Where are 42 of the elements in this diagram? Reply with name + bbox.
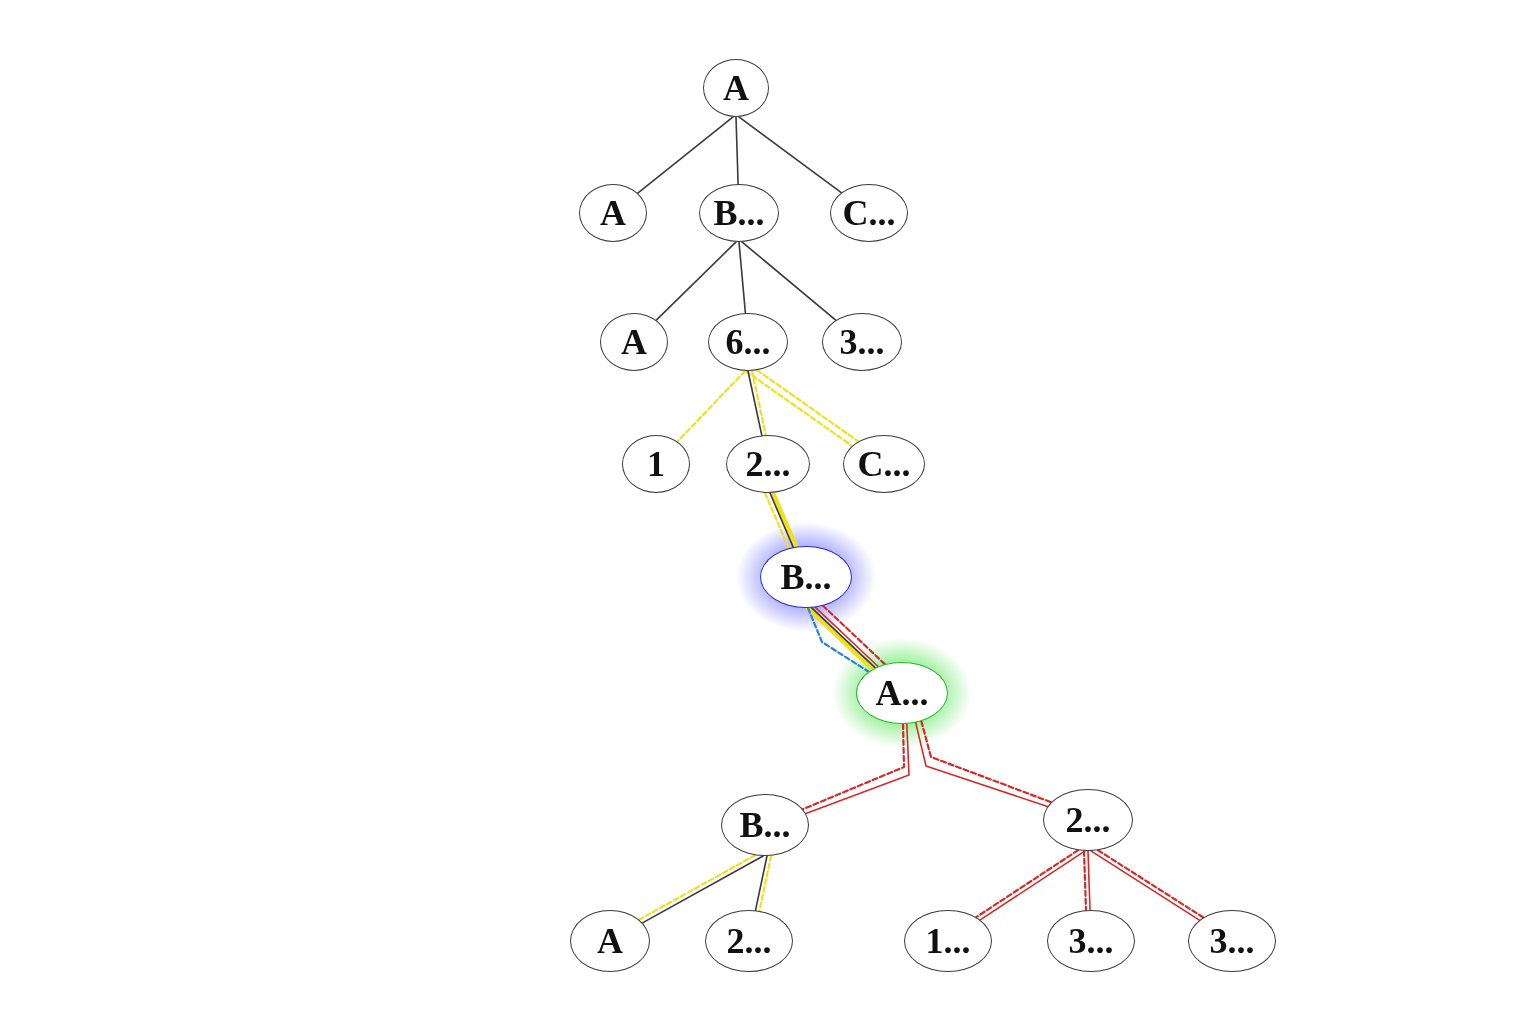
tree-node-ellipse: [904, 910, 992, 972]
node-label: 2...: [1065, 802, 1111, 838]
connector-line: [741, 241, 837, 321]
node-label: 3...: [1209, 923, 1255, 959]
node-label: 3...: [1068, 923, 1114, 959]
node-label: B...: [713, 195, 765, 231]
tree-node-ellipse: [760, 546, 852, 608]
connector-line: [754, 855, 768, 912]
tree-node-ellipse: [579, 184, 647, 242]
connector-line: [738, 241, 747, 314]
connector-line: [1087, 850, 1091, 911]
node-label: A...: [875, 675, 929, 711]
connector-line: [637, 116, 734, 194]
tree-node-ellipse: [721, 794, 809, 856]
dashed-connector-line: [821, 604, 886, 666]
node-label: A: [723, 70, 749, 106]
connector-line: [769, 492, 794, 548]
dashed-connector-line: [756, 369, 860, 443]
node-label: A: [600, 195, 626, 231]
node-label: A: [621, 324, 647, 360]
node-label: B...: [780, 559, 832, 595]
dashed-connector-line: [750, 369, 767, 437]
node-label: 2...: [745, 446, 791, 482]
tree-node-ellipse: [1188, 910, 1276, 972]
connector-line: [735, 116, 739, 185]
tree-node-ellipse: [570, 910, 650, 972]
node-label: 3...: [839, 324, 885, 360]
connector-line: [747, 370, 763, 437]
dashed-connector-line: [1082, 849, 1088, 912]
node-label: 1: [647, 446, 665, 482]
node-label: B...: [739, 807, 791, 843]
node-label: 1...: [925, 923, 971, 959]
dashed-connector-line: [758, 854, 773, 912]
tree-node-ellipse: [856, 662, 948, 724]
node-label: A: [597, 923, 623, 959]
dashed-connector-line: [763, 491, 790, 550]
dashed-connector-line: [676, 369, 747, 443]
node-label: C...: [857, 446, 911, 482]
node-label: 6...: [725, 324, 771, 360]
node-label: C...: [842, 195, 896, 231]
connector-line: [655, 241, 737, 321]
node-label: 2...: [726, 923, 772, 959]
